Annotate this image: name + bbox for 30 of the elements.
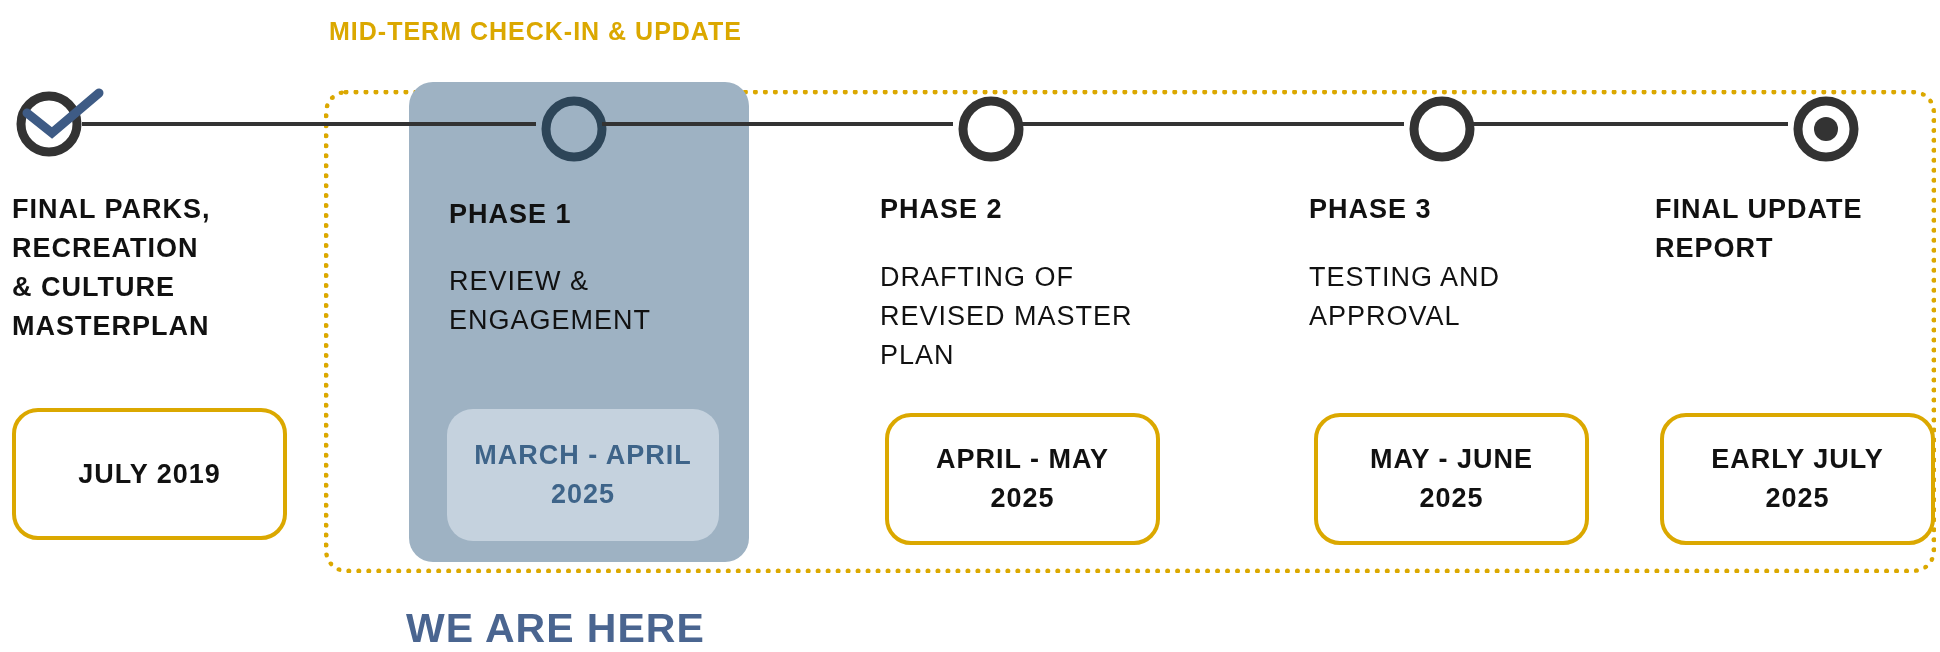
date-box	[885, 413, 1160, 545]
milestone-description: TESTING AND APPROVAL	[1309, 261, 1502, 333]
milestone-title: PHASE 3	[1309, 193, 1433, 226]
milestone-title: FINAL PARKS, RECREATION & CULTURE MASTERPLAN	[12, 193, 212, 343]
date-box	[1660, 413, 1935, 545]
milestone-circle	[1409, 96, 1475, 162]
milestone-circle	[16, 91, 82, 157]
date-text: JULY 2019	[77, 457, 222, 491]
section-heading: MID-TERM CHECK-IN & UPDATE	[329, 17, 742, 46]
date-text: APRIL - MAY 2025	[935, 443, 1110, 515]
timeline-line	[82, 122, 536, 126]
milestone-circle	[1793, 96, 1859, 162]
milestone-title: PHASE 2	[880, 193, 1004, 226]
date-box	[1314, 413, 1589, 545]
phase-title: PHASE 1	[449, 198, 573, 231]
timeline-line	[602, 122, 953, 126]
date-box	[12, 408, 287, 540]
date-text: MARCH - APRIL 2025	[473, 439, 693, 511]
timeline-line	[1470, 122, 1788, 126]
highlight-panel	[409, 82, 749, 562]
milestone-circle	[958, 96, 1024, 162]
date-text: EARLY JULY 2025	[1710, 443, 1885, 515]
phase-description: REVIEW & ENGAGEMENT	[449, 265, 653, 337]
date-box	[447, 409, 719, 541]
milestone-title: FINAL UPDATE REPORT	[1655, 193, 1864, 265]
milestone-description: DRAFTING OF REVISED MASTER PLAN	[880, 261, 1134, 372]
date-text: MAY - JUNE 2025	[1368, 443, 1535, 515]
milestone-circle	[541, 96, 607, 162]
status-label: WE ARE HERE	[406, 604, 706, 652]
timeline-line	[1019, 122, 1404, 126]
